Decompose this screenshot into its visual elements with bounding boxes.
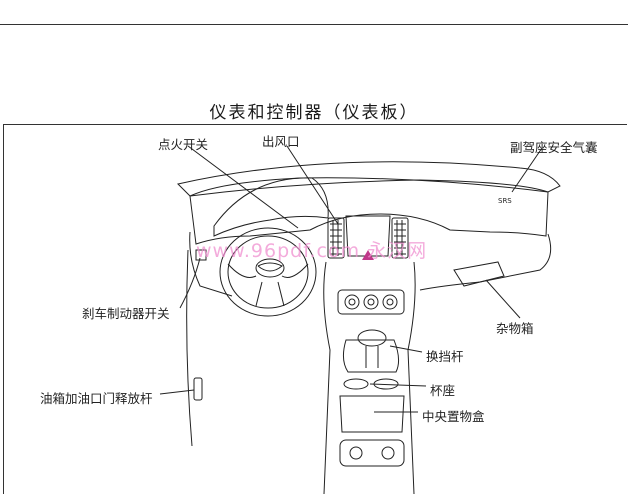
brake-switch-drawing	[195, 249, 207, 261]
leader-glove-box	[485, 279, 521, 319]
dashboard-upper-panel	[189, 179, 549, 245]
steering-wheel	[219, 227, 317, 317]
airbag-srs-marking: SRS	[498, 197, 512, 205]
fuel-release-lever-drawing	[193, 377, 203, 401]
label-cup-holder: 杯座	[430, 383, 456, 398]
dashboard-left-edge	[189, 231, 233, 297]
center-display	[345, 215, 391, 257]
watermark: www.96pdf.com 永汉网	[196, 240, 428, 262]
glove-box-drawing	[453, 261, 505, 287]
climate-control-panel	[337, 289, 405, 315]
leader-airbag	[511, 147, 543, 193]
center-console	[323, 261, 416, 494]
leader-fuel-release	[159, 389, 195, 395]
label-center-storage: 中央置物盒	[422, 409, 485, 424]
rear-vent-drawing	[339, 439, 405, 467]
label-ignition-switch: 点火开关	[158, 137, 209, 152]
center-air-vent-right	[391, 217, 409, 259]
label-fuel-door-release: 油箱加油口门释放杆	[40, 391, 153, 406]
label-passenger-airbag: 副驾座安全气囊	[510, 140, 598, 155]
top-rule	[0, 24, 628, 25]
illustration-frame	[3, 124, 627, 494]
leader-cup-holder	[369, 383, 427, 387]
door-edge-line	[186, 249, 193, 447]
label-glove-box: 杂物箱	[496, 321, 534, 336]
gear-lever-drawing	[342, 329, 400, 373]
leader-air-vent	[286, 145, 339, 225]
page-title: 仪表和控制器（仪表板）	[209, 103, 419, 123]
center-air-vent-left	[327, 217, 345, 259]
leader-gear-lever	[389, 345, 423, 353]
instrument-hood	[213, 177, 329, 237]
leader-brake-switch	[179, 257, 201, 309]
label-brake-switch: 刹车制动器开关	[82, 306, 170, 321]
dashboard-right-edge	[419, 233, 552, 291]
label-gear-lever: 换挡杆	[426, 349, 464, 364]
label-air-vent: 出风口	[262, 134, 300, 149]
leader-ignition	[187, 145, 299, 229]
storage-box-drawing	[339, 395, 405, 433]
hazard-triangle-icon	[362, 250, 374, 260]
